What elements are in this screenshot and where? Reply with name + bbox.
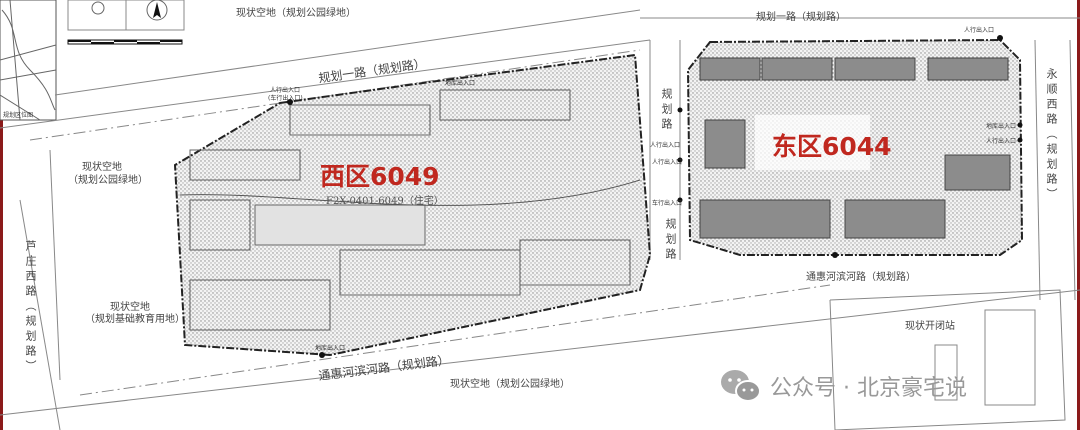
watermark: 公众号 · 北京豪宅说 [720,368,967,404]
east-zone-label: 东区6044 [772,132,892,161]
east-north-road-label: 规划一路（规划路） [756,12,846,23]
east-entrance-w2: 人行出入口 [652,159,683,166]
watermark-text: 公众号 · 北京豪宅说 [770,376,967,401]
east-zone-label-bg [755,115,870,170]
east-buildings [699,57,1011,239]
station-label: 现状开闭站 [905,321,955,332]
east-entrance-w1: 人行出入口 [650,142,681,149]
legend-box [67,0,185,45]
left-land-label-1: 现状空地 [82,162,122,173]
north-arrow-icon [153,2,161,18]
wechat-icon [721,370,761,402]
east-west-road-label-lower: 规划路 [664,218,677,263]
left-land-label-2: （规划公园绿地） [68,175,148,186]
scale-bar [67,39,183,45]
west-entrance-north-2: (车行出入口) [268,95,303,102]
west-entrance-north-1: 人行出入口 [270,87,301,94]
bottom-land-label: 现状空地（规划公园绿地） [450,379,570,390]
sw-land-label-2: （规划基础教育用地） [85,314,185,325]
left-border [0,0,3,430]
location-inset-map [0,0,57,121]
sw-land-label-1: 现状空地 [110,302,150,313]
east-entrance-ne: 人行出入口 [964,27,995,34]
west-road-label: 芦庄西路（规划路） [24,240,37,375]
east-entrance-e1: 人行出入口 [986,138,1017,145]
west-buildings [179,89,641,331]
east-entrance-e2: 地库出入口 [986,123,1017,130]
east-road-label: 永顺西路（规划路） [1045,68,1058,203]
west-zone-label: 西区6049 [320,162,440,191]
right-border [1077,0,1080,430]
top-land-label: 现状空地（规划公园绿地） [236,8,356,19]
location-map-label: 规划区位图 [3,112,34,119]
west-parcel-code: F2X-0401-6049（住宅） [326,196,444,207]
east-entrance-w3: 车行出入口 [652,200,683,207]
entrance-markers [287,35,1023,358]
road-lines [0,9,1080,430]
west-entrance-north-3: 地库出入口 [445,80,476,87]
east-west-road-label: 规划路 [660,88,673,133]
west-entrance-south: 地库出入口 [315,345,346,352]
east-south-road-label: 通惠河滨河路（规划路） [806,272,916,283]
